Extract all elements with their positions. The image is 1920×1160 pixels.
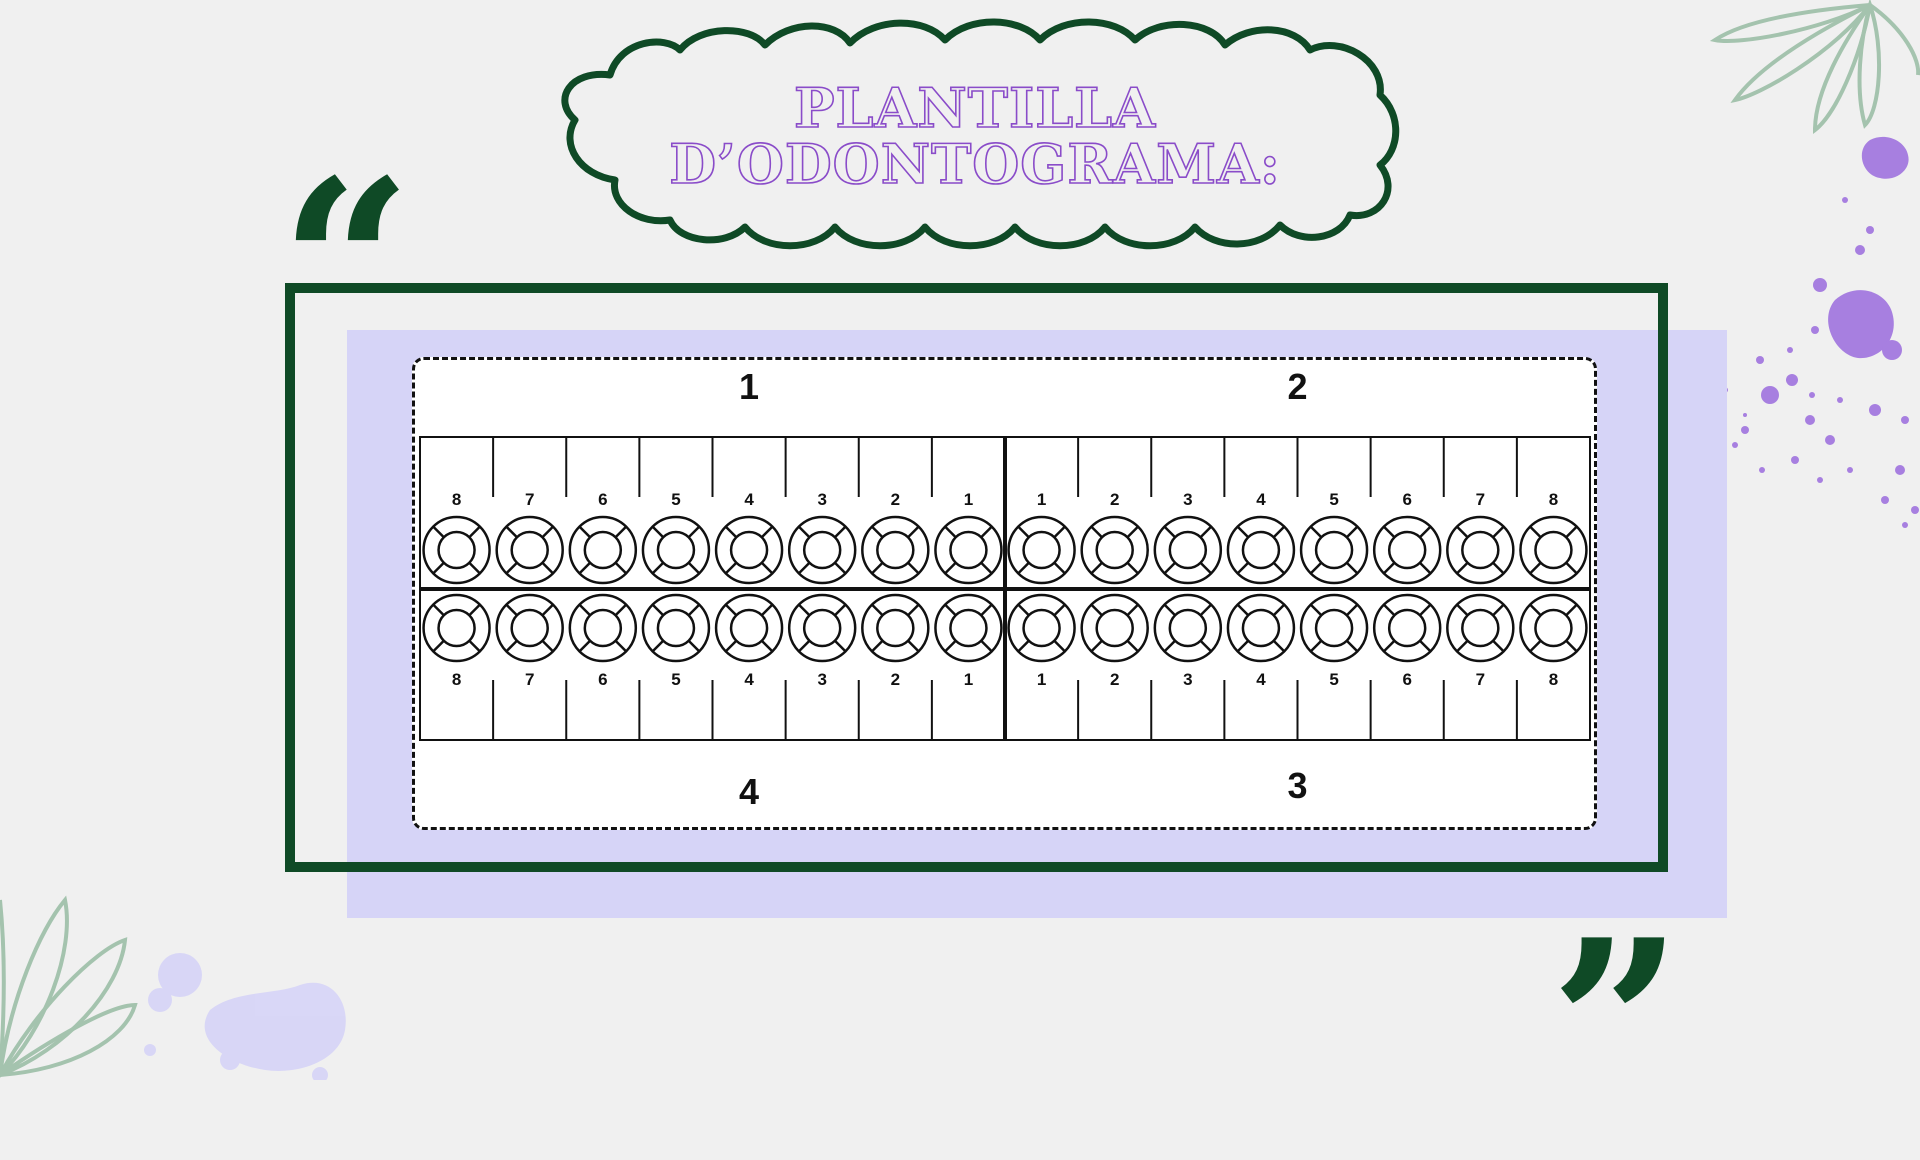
tooth-number-lower: 2 (891, 670, 900, 689)
tooth-diagram[interactable] (861, 593, 930, 663)
tooth-diagram[interactable] (495, 593, 564, 663)
tooth-diagram[interactable] (568, 515, 638, 585)
tooth-diagram[interactable] (1446, 515, 1515, 585)
tooth-number-upper: 5 (671, 490, 680, 509)
tooth-diagram[interactable] (641, 515, 711, 585)
tooth-number-upper: 2 (891, 490, 900, 509)
tooth-number-lower: 2 (1110, 670, 1119, 689)
tooth-number-lower: 5 (671, 670, 680, 689)
tooth-diagram[interactable] (1080, 593, 1149, 663)
quadrant-label-3: 3 (1287, 765, 1307, 806)
tooth-diagram[interactable] (1519, 593, 1588, 663)
blob-decoration (144, 953, 346, 1080)
tooth-number-lower: 4 (744, 670, 754, 689)
tooth-diagram[interactable] (1080, 515, 1149, 585)
tooth-number-upper: 3 (1183, 490, 1192, 509)
tooth-number-upper: 1 (964, 490, 973, 509)
quadrant-label-1: 1 (739, 366, 759, 407)
title-line-1: PLANTILLA (793, 76, 1157, 140)
tooth-diagram[interactable] (1007, 593, 1076, 663)
tooth-number-lower: 6 (1402, 670, 1411, 689)
tooth-number-lower: 1 (1037, 670, 1046, 689)
tooth-number-upper: 8 (452, 490, 461, 509)
page-title: PLANTILLA D’ODONTOGRAMA: (550, 76, 1400, 196)
tooth-number-lower: 4 (1256, 670, 1266, 689)
tooth-diagram[interactable] (1372, 515, 1442, 585)
tooth-number-upper: 4 (744, 490, 754, 509)
tooth-number-lower: 3 (1183, 670, 1192, 689)
tooth-diagram[interactable] (714, 593, 784, 663)
tooth-diagram[interactable] (422, 593, 491, 663)
leaf-decoration-bottom-left (0, 895, 138, 1078)
tooth-number-upper: 1 (1037, 490, 1046, 509)
tooth-number-lower: 8 (452, 670, 461, 689)
tooth-diagram[interactable] (1153, 515, 1223, 585)
close-quote-mark: ” (1550, 890, 1683, 1160)
tooth-diagram[interactable] (787, 593, 857, 663)
tooth-diagram[interactable] (1446, 593, 1515, 663)
tooth-number-upper: 7 (1476, 490, 1485, 509)
background-decoration (0, 0, 1920, 1080)
quadrant-label-4: 4 (739, 771, 759, 812)
tooth-number-lower: 5 (1329, 670, 1338, 689)
tooth-number-lower: 8 (1549, 670, 1558, 689)
tooth-number-upper: 6 (598, 490, 607, 509)
leaf-decoration-top-right (1709, 0, 1920, 135)
tooth-number-upper: 8 (1549, 490, 1558, 509)
tooth-diagram[interactable] (787, 515, 857, 585)
tooth-number-upper: 5 (1329, 490, 1338, 509)
odontogram-card: 8 8 7 7 6 6 5 5 4 4 3 3 2 2 1 1 1 1 2 2 3 3 4 4 5 5 6 6 7 7 8 8 1 2 4 3 (412, 357, 1597, 830)
tooth-number-lower: 3 (817, 670, 826, 689)
tooth-diagram[interactable] (568, 593, 638, 663)
tooth-number-upper: 7 (525, 490, 534, 509)
tooth-number-upper: 4 (1256, 490, 1266, 509)
tooth-diagram[interactable] (1519, 515, 1588, 585)
tooth-number-upper: 2 (1110, 490, 1119, 509)
green-frame (285, 283, 1668, 872)
tooth-diagram[interactable] (1153, 593, 1223, 663)
quadrant-label-2: 2 (1287, 366, 1307, 407)
tooth-diagram[interactable] (422, 515, 491, 585)
tooth-diagram[interactable] (934, 515, 1003, 585)
splatter-decoration (1698, 136, 1919, 528)
tooth-number-upper: 6 (1402, 490, 1411, 509)
tooth-diagram[interactable] (495, 515, 564, 585)
tooth-diagram[interactable] (1226, 593, 1296, 663)
tooth-diagram[interactable] (1007, 515, 1076, 585)
tooth-diagram[interactable] (1226, 515, 1296, 585)
tooth-number-lower: 7 (1476, 670, 1485, 689)
odontogram-chart: 8 8 7 7 6 6 5 5 4 4 3 3 2 2 1 1 1 1 2 2 3 3 4 4 5 5 6 6 7 7 8 8 1 2 4 3 (419, 366, 1591, 812)
tooth-number-lower: 1 (964, 670, 973, 689)
tooth-diagram[interactable] (641, 593, 711, 663)
tooth-number-upper: 3 (817, 490, 826, 509)
tooth-diagram[interactable] (861, 515, 930, 585)
tooth-number-lower: 6 (598, 670, 607, 689)
tooth-diagram[interactable] (934, 593, 1003, 663)
tooth-diagram[interactable] (714, 515, 784, 585)
title-line-2: D’ODONTOGRAMA: (668, 132, 1281, 196)
tooth-diagram[interactable] (1372, 593, 1442, 663)
title-cloud (561, 18, 1400, 250)
tooth-number-lower: 7 (525, 670, 534, 689)
tooth-diagram[interactable] (1299, 515, 1369, 585)
tooth-diagram[interactable] (1299, 593, 1369, 663)
